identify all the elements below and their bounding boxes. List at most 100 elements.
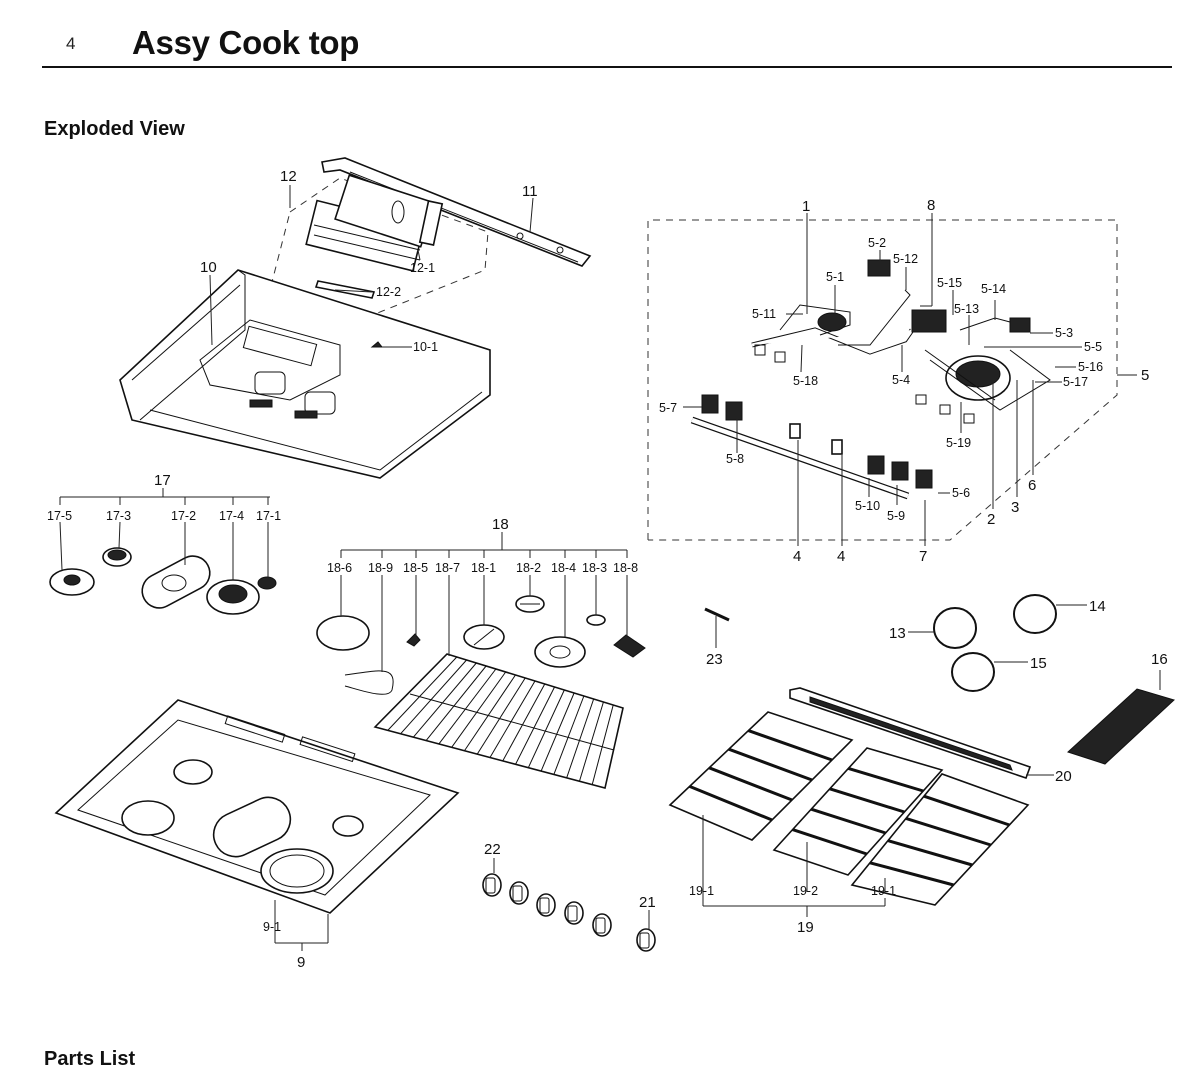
callout-5-11: 5-11: [752, 307, 776, 321]
grate-bar: [747, 729, 833, 762]
rack-wire: [553, 695, 585, 775]
callout-18-3: 18-3: [582, 561, 607, 575]
callout-9-1: 9-1: [263, 920, 281, 934]
part-17-burner-set: [49, 547, 277, 615]
callout-5-7: 5-7: [659, 401, 677, 415]
callout-18-8: 18-8: [613, 561, 638, 575]
callout-18-9: 18-9: [368, 561, 393, 575]
callout-19: 19: [797, 919, 814, 936]
part-5-manifold-assembly: [647, 219, 1118, 541]
callout-2: 2: [987, 511, 995, 528]
rack-wire: [527, 689, 565, 768]
callout-6: 6: [1028, 477, 1036, 494]
grate-bar: [923, 794, 1010, 827]
part-10-chassis: [119, 269, 491, 479]
grate-bar: [689, 785, 773, 822]
part-9-cooktop-panel: [54, 699, 460, 914]
grate-bar: [847, 766, 924, 793]
callout-5-8: 5-8: [726, 452, 744, 466]
callout-16: 16: [1151, 651, 1168, 668]
exploded-view-heading: Exploded View: [44, 118, 185, 140]
rack-wire: [400, 659, 467, 735]
grate-bar: [792, 828, 868, 856]
callout-10-1: 10-1: [413, 340, 438, 354]
rack-wire: [438, 668, 497, 745]
part-19-grates: [668, 711, 1030, 906]
callout-5-9: 5-9: [887, 509, 905, 523]
callout-20: 20: [1055, 768, 1072, 785]
rack-wire: [578, 701, 604, 782]
callout-8: 8: [927, 197, 935, 214]
rack-wire: [476, 677, 526, 755]
callout-19-1-right: 19-1: [871, 884, 896, 898]
callout-17-1: 17-1: [256, 509, 281, 523]
part-16-griddle: [1067, 688, 1175, 765]
callout-17-3: 17-3: [106, 509, 131, 523]
grate-bar: [869, 861, 954, 887]
callout-23: 23: [706, 651, 723, 668]
parts-list-heading: Parts List: [44, 1048, 136, 1070]
knob: [564, 901, 584, 925]
callout-4-right: 4: [837, 548, 845, 565]
callout-9: 9: [297, 954, 305, 971]
grate-bar: [887, 839, 973, 867]
callout-12-2: 12-2: [376, 285, 401, 299]
callout-5-5: 5-5: [1084, 340, 1102, 354]
parts-13-14-15-hoses: [933, 594, 1057, 692]
rack-wire: [451, 671, 507, 748]
callout-5-2: 5-2: [868, 236, 886, 250]
callout-17-2: 17-2: [171, 509, 196, 523]
callout-18-7: 18-7: [435, 561, 460, 575]
rack-wire: [489, 680, 536, 758]
rack-wire: [387, 656, 458, 731]
knob-grip: [639, 932, 650, 949]
leader-lines: [59, 185, 1161, 951]
knob-grip: [567, 905, 578, 922]
callout-19-1-left: 19-1: [689, 884, 714, 898]
callout-5-15: 5-15: [937, 276, 962, 290]
callout-11: 11: [522, 183, 538, 200]
rack-wire: [502, 683, 546, 762]
page-title: Assy Cook top: [132, 24, 360, 61]
callout-18: 18: [492, 516, 509, 533]
callout-14: 14: [1089, 598, 1106, 615]
grate-bar: [905, 816, 992, 847]
callout-5: 5: [1141, 367, 1149, 384]
rack-wire: [412, 662, 477, 738]
part-20-vent-strip: [789, 687, 1032, 780]
callout-17: 17: [154, 472, 171, 489]
callout-5-18: 5-18: [793, 374, 818, 388]
rack-wire: [515, 686, 556, 765]
callout-10: 10: [200, 259, 217, 276]
callout-5-3: 5-3: [1055, 326, 1073, 340]
knob: [592, 913, 612, 937]
rack-wire: [540, 692, 575, 772]
callout-5-13: 5-13: [954, 302, 979, 316]
grate-bar: [829, 787, 905, 814]
callout-5-10: 5-10: [855, 499, 880, 513]
callout-5-16: 5-16: [1078, 360, 1103, 374]
callout-17-4: 17-4: [219, 509, 244, 523]
part-18-accessory-kit: [316, 595, 646, 789]
rack-wire: [566, 698, 595, 778]
callout-18-4: 18-4: [551, 561, 576, 575]
callout-labels: 12 12-1 12-2 11 10 10-1 1 8 5-2 5-12 5-1…: [47, 168, 1168, 971]
knob: [509, 881, 529, 905]
callout-1: 1: [802, 198, 810, 215]
callout-12: 12: [280, 168, 297, 185]
rack-wire: [591, 704, 614, 785]
callout-5-19: 5-19: [946, 436, 971, 450]
knob: [636, 928, 656, 952]
page-number: 4: [66, 34, 76, 53]
grate-bar: [810, 807, 887, 835]
callout-5-12: 5-12: [893, 252, 918, 266]
callout-13: 13: [889, 625, 906, 642]
callout-12-1: 12-1: [410, 261, 435, 275]
callout-18-6: 18-6: [327, 561, 352, 575]
rack-wire: [425, 665, 487, 741]
callout-22: 22: [484, 841, 501, 858]
callout-5-17: 5-17: [1063, 375, 1088, 389]
grate-bar: [728, 747, 813, 782]
callout-7: 7: [919, 548, 927, 565]
knob: [536, 893, 556, 917]
